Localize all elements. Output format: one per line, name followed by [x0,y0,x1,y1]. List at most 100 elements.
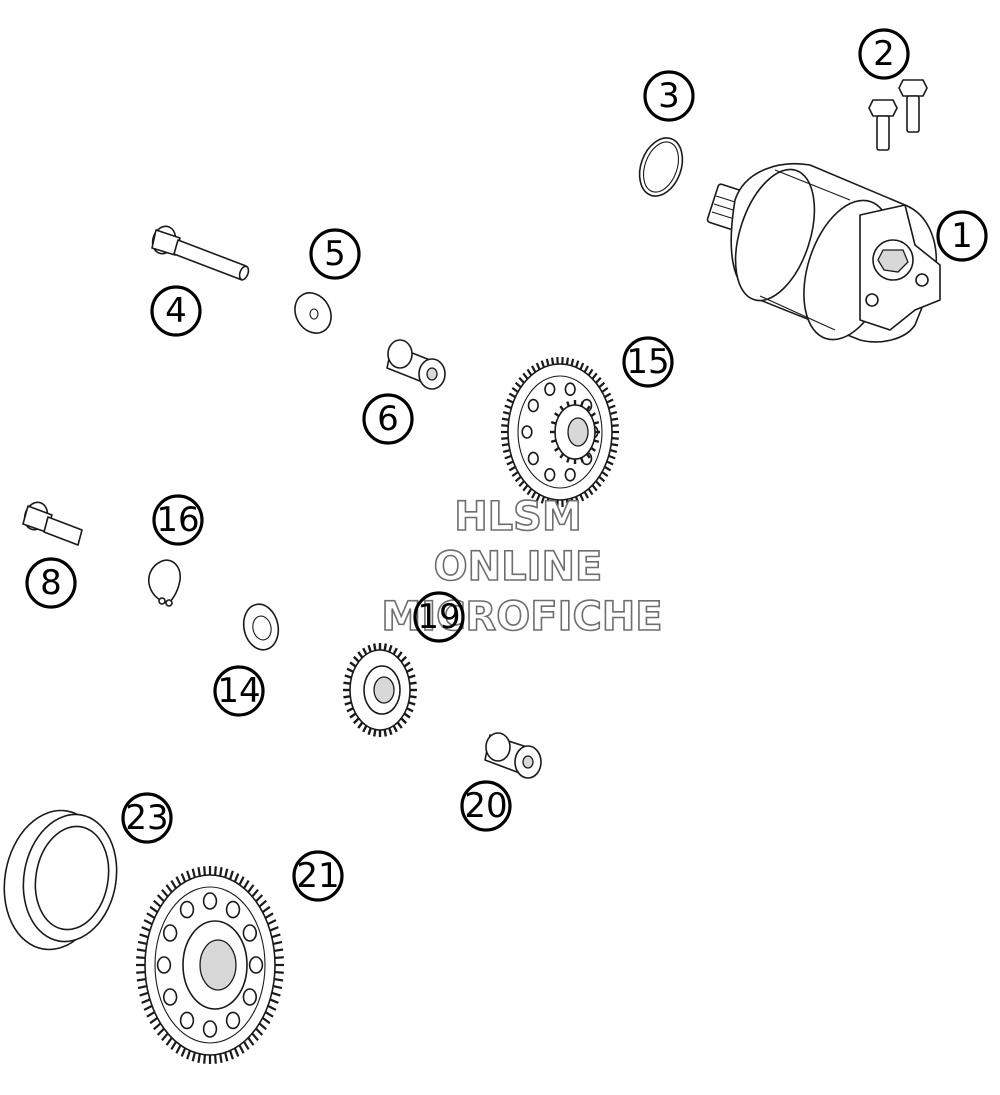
gear-tooth [526,368,533,376]
part-starter-motor[interactable] [706,160,941,351]
gear-tooth [137,940,148,946]
callout-6[interactable]: 6 [362,393,414,445]
gear-hole [179,1011,195,1030]
gear-tooth [388,727,393,736]
callout-23[interactable]: 23 [121,792,173,844]
part-bolts[interactable] [868,79,928,151]
callout-14[interactable]: 14 [213,665,265,717]
gear-tooth [346,667,354,673]
gear-tooth [501,417,510,421]
gear-hole [242,924,258,942]
gear-tooth [501,443,510,447]
gear-tooth [601,387,609,393]
gear-tooth [550,499,555,507]
gear-hole [544,467,556,482]
part-bushing-upper[interactable] [386,339,446,390]
part-short-screw[interactable] [21,499,83,546]
callout-1[interactable]: 1 [936,210,988,262]
gear-tooth [203,866,206,876]
part-freewheel-bearing[interactable] [0,802,126,957]
part-long-screw[interactable] [149,223,250,281]
callout-3[interactable]: 3 [643,70,695,122]
gear-hole [544,382,556,397]
gear-tooth [170,1041,177,1050]
gear-tooth [609,410,618,415]
gear-tooth [267,1004,277,1011]
gear-tooth [267,919,277,926]
gear-tooth [274,977,284,982]
gear-hole [564,467,576,482]
part-freewheel-gear[interactable] [136,866,284,1064]
gear-tooth [149,905,159,913]
part-idler-gear[interactable] [343,643,417,737]
callout-20[interactable]: 20 [460,780,512,832]
callout-15[interactable]: 15 [622,336,674,388]
callout-16[interactable]: 16 [152,494,204,546]
part-intermediate-gear[interactable] [501,357,619,507]
gear-tooth [388,644,393,653]
callout-2[interactable]: 2 [858,28,910,80]
gear-tooth [540,360,545,368]
gear-tooth [408,701,416,706]
watermark-line-3: MICROFICHE [381,594,662,640]
gear-tooth [274,948,284,953]
gear-tooth [357,651,364,659]
callout-5[interactable]: 5 [309,228,361,280]
part-o-ring[interactable] [632,132,690,202]
callout-19[interactable]: 19 [413,591,465,643]
callout-21[interactable]: 21 [292,850,344,902]
callout-label: 5 [324,234,346,274]
gear-tooth [511,387,519,393]
gear-tooth [141,926,151,932]
gear-tooth [545,498,550,506]
gear-tooth [143,1004,153,1011]
gear-tooth [392,647,398,655]
gear-tooth [233,873,240,883]
gear-tooth [165,884,173,893]
gear-tooth [587,368,594,376]
gear-tooth [406,667,414,673]
gear-tooth [526,488,533,496]
gear-tooth [224,868,229,878]
callout-label: 14 [217,671,260,711]
gear-tooth [392,725,398,733]
gear-tooth [508,465,516,472]
gear-tooth [362,725,368,733]
gear-tooth [396,721,403,729]
gear-tooth [579,494,585,502]
part-washer-large[interactable] [240,601,283,653]
part-bushing-lower[interactable] [484,732,542,779]
callout-label: 2 [873,34,895,74]
gear-tooth [261,905,271,913]
gear-tooth [243,880,250,889]
gear-tooth [197,1053,201,1063]
callout-label: 1 [951,216,973,256]
gear-tooth [271,933,281,939]
gear-tooth [501,436,509,440]
gear-tooth [508,392,516,399]
callout-label: 16 [156,500,199,540]
callout-label: 4 [165,291,187,331]
gear-tooth [269,998,279,1004]
gear-tooth [604,465,612,472]
callout-label: 21 [296,856,339,896]
callout-label: 19 [417,597,460,637]
callout-label: 20 [464,786,507,826]
gear-tooth [396,651,403,659]
gear-tooth [575,360,580,368]
part-washer-small[interactable] [288,286,338,339]
gear-hole [225,900,241,919]
callout-4[interactable]: 4 [150,285,202,337]
gear-tooth [203,1054,206,1064]
gear-tooth [367,644,372,653]
gear-tooth [352,655,360,663]
gear-tooth [409,695,417,699]
gear-tooth [136,956,146,960]
gear-tooth [136,948,146,953]
gear-tooth [197,867,201,877]
gear-tooth [506,398,514,404]
gear-hole [527,451,539,466]
callout-8[interactable]: 8 [25,557,77,609]
gear-tooth [609,449,618,454]
part-circlip[interactable] [147,559,181,607]
